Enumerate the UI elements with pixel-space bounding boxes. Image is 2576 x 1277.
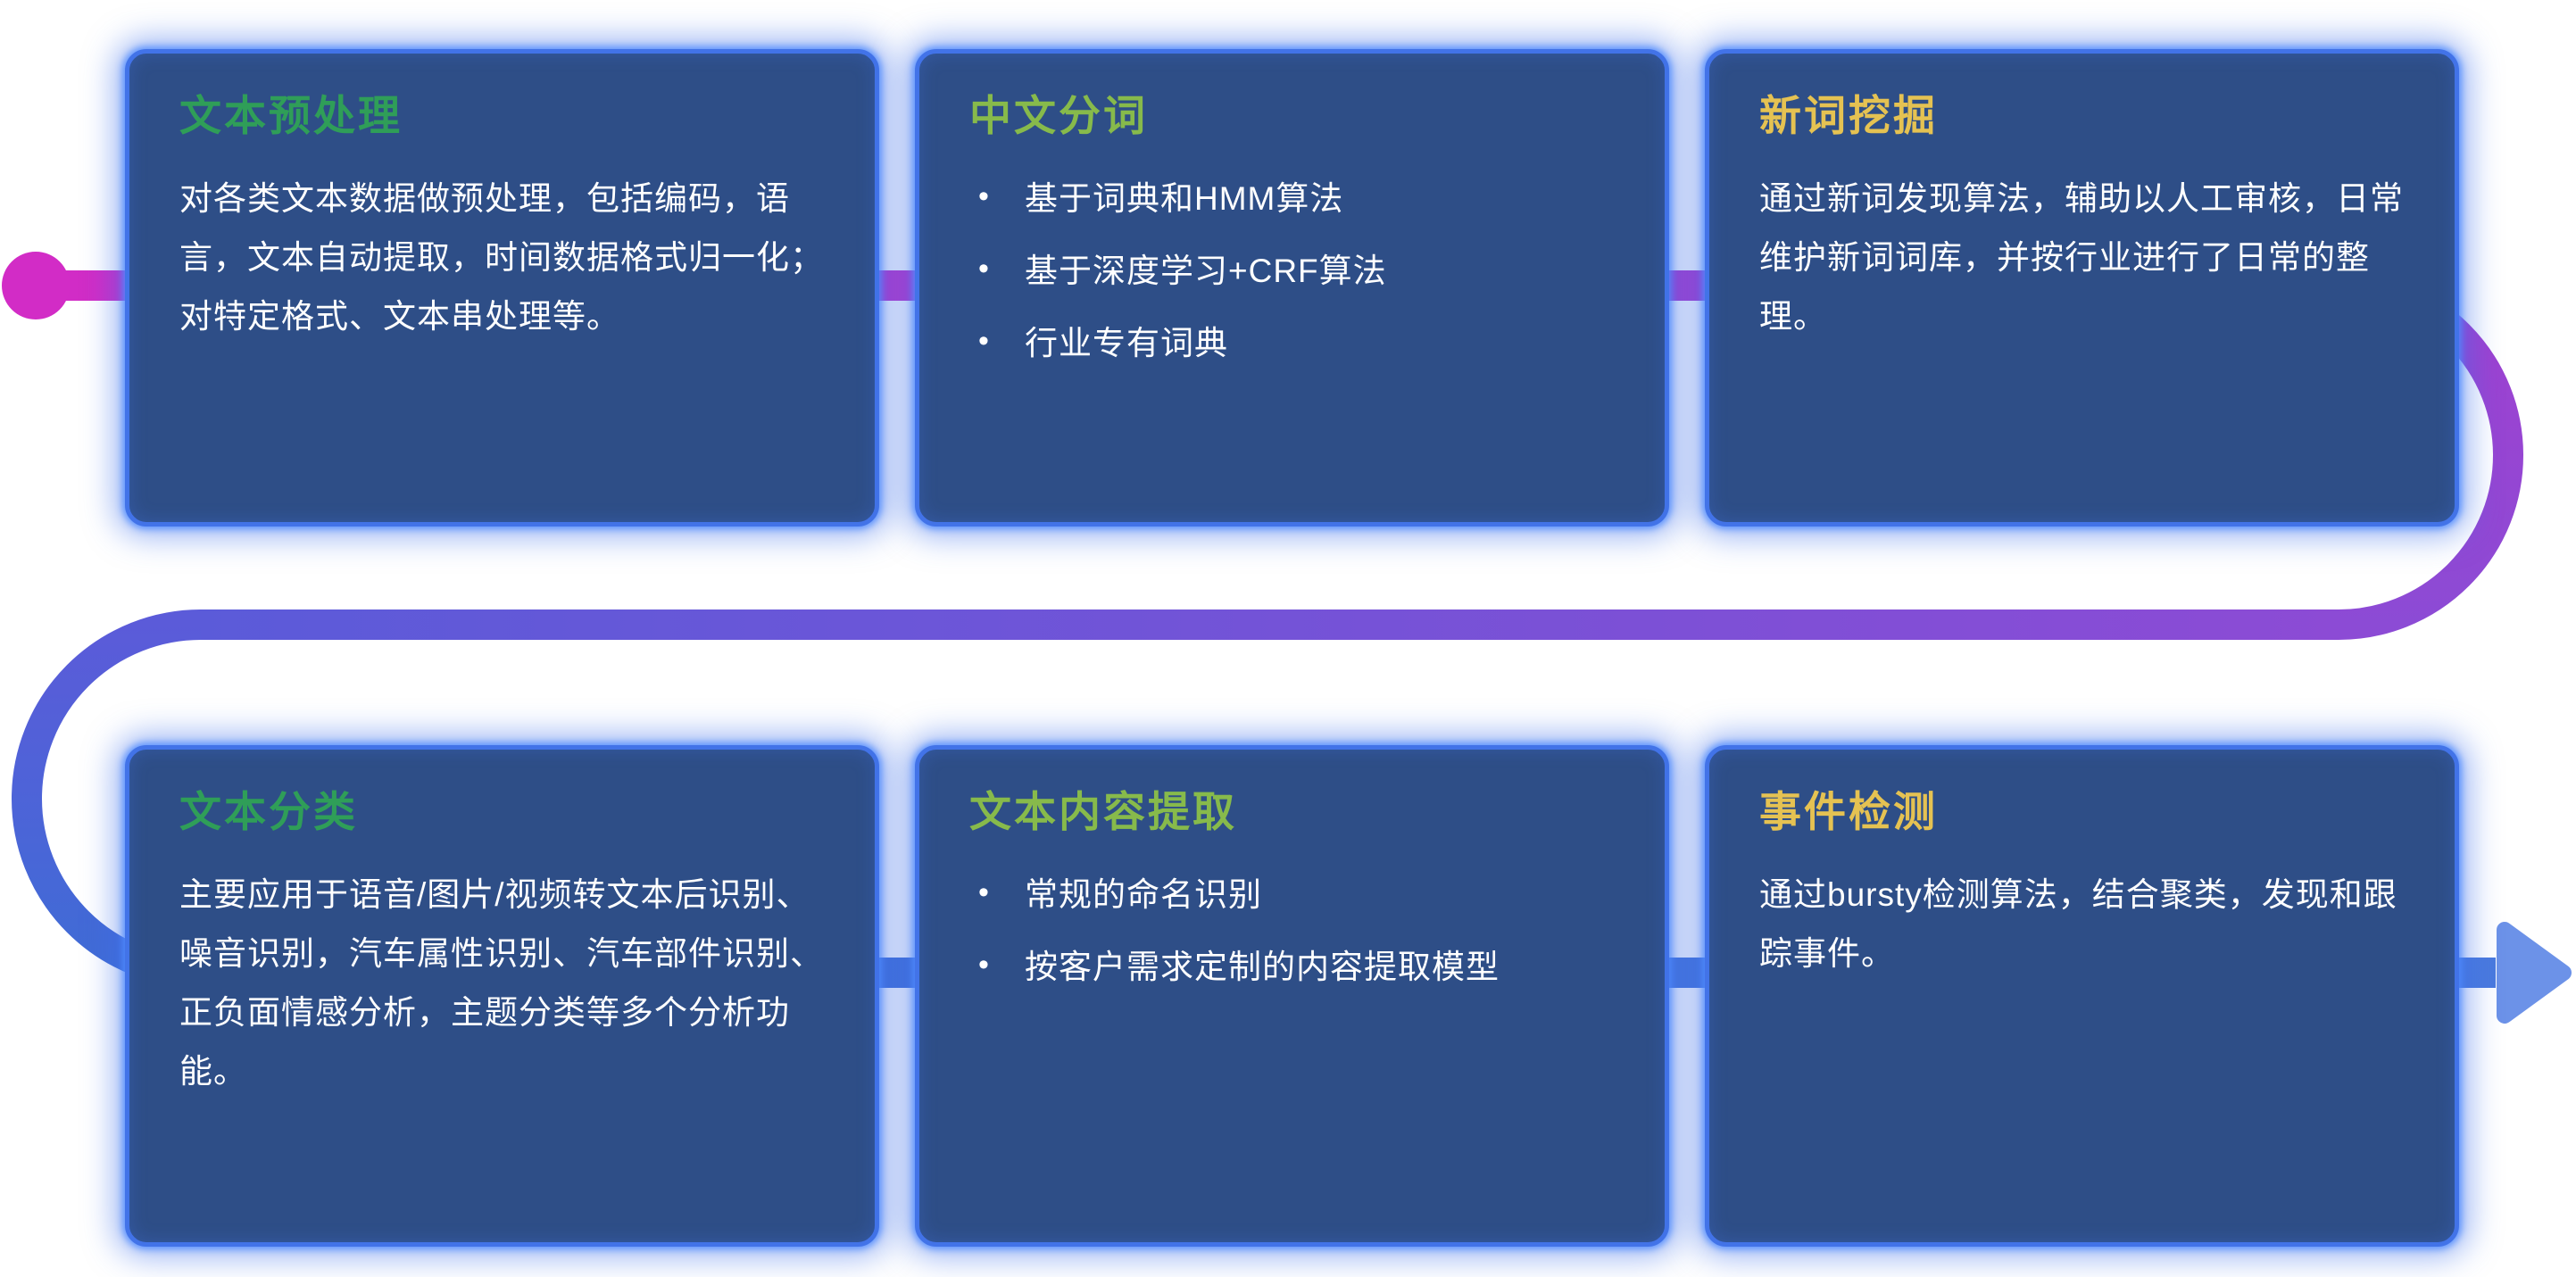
card-chinese-word-segmentation: 中文分词 基于词典和HMM算法 基于深度学习+CRF算法 行业专有词典 [915, 49, 1669, 527]
card-title: 事件检测 [1759, 788, 1938, 835]
card-body-text: 对各类文本数据做预处理，包括编码，语言，文本自动提取，时间数据格式归一化；对特定… [179, 180, 824, 336]
card-title: 文本预处理 [179, 92, 403, 139]
card-text-preprocessing: 文本预处理 对各类文本数据做预处理，包括编码，语言，文本自动提取，时间数据格式归… [125, 49, 879, 527]
card-bullet-list: 基于词典和HMM算法 基于深度学习+CRF算法 行业专有词典 [969, 170, 1615, 373]
card-body-text: 通过新词发现算法，辅助以人工审核，日常维护新词词库，并按行业进行了日常的整理。 [1759, 180, 2404, 336]
bullet-item: 行业专有词典 [969, 314, 1615, 373]
card-event-detection: 事件检测 通过bursty检测算法，结合聚类，发现和跟踪事件。 [1705, 745, 2459, 1247]
flow-line-left-turn [12, 609, 202, 988]
card-body-text: 通过bursty检测算法，结合聚类，发现和跟踪事件。 [1759, 876, 2397, 973]
bullet-item: 常规的命名识别 [969, 866, 1615, 925]
bullet-item: 基于深度学习+CRF算法 [969, 242, 1615, 301]
card-text-content-extraction: 文本内容提取 常规的命名识别 按客户需求定制的内容提取模型 [915, 745, 1669, 1247]
card-title: 中文分词 [969, 92, 1148, 139]
bullet-item: 基于词典和HMM算法 [969, 170, 1615, 228]
card-body-text: 主要应用于语音/图片/视频转文本后识别、噪音识别，汽车属性识别、汽车部件识别、正… [179, 876, 824, 1090]
card-new-word-mining: 新词挖掘 通过新词发现算法，辅助以人工审核，日常维护新词词库，并按行业进行了日常… [1705, 49, 2459, 527]
card-text-classification: 文本分类 主要应用于语音/图片/视频转文本后识别、噪音识别，汽车属性识别、汽车部… [125, 745, 879, 1247]
card-bullet-list: 常规的命名识别 按客户需求定制的内容提取模型 [969, 866, 1615, 997]
flow-end-arrow-icon [2497, 922, 2572, 1024]
card-title: 文本分类 [179, 788, 358, 835]
card-title: 新词挖掘 [1759, 92, 1938, 139]
flow-start-dot [2, 252, 70, 319]
card-title: 文本内容提取 [969, 788, 1237, 835]
bullet-item: 按客户需求定制的内容提取模型 [969, 938, 1615, 997]
